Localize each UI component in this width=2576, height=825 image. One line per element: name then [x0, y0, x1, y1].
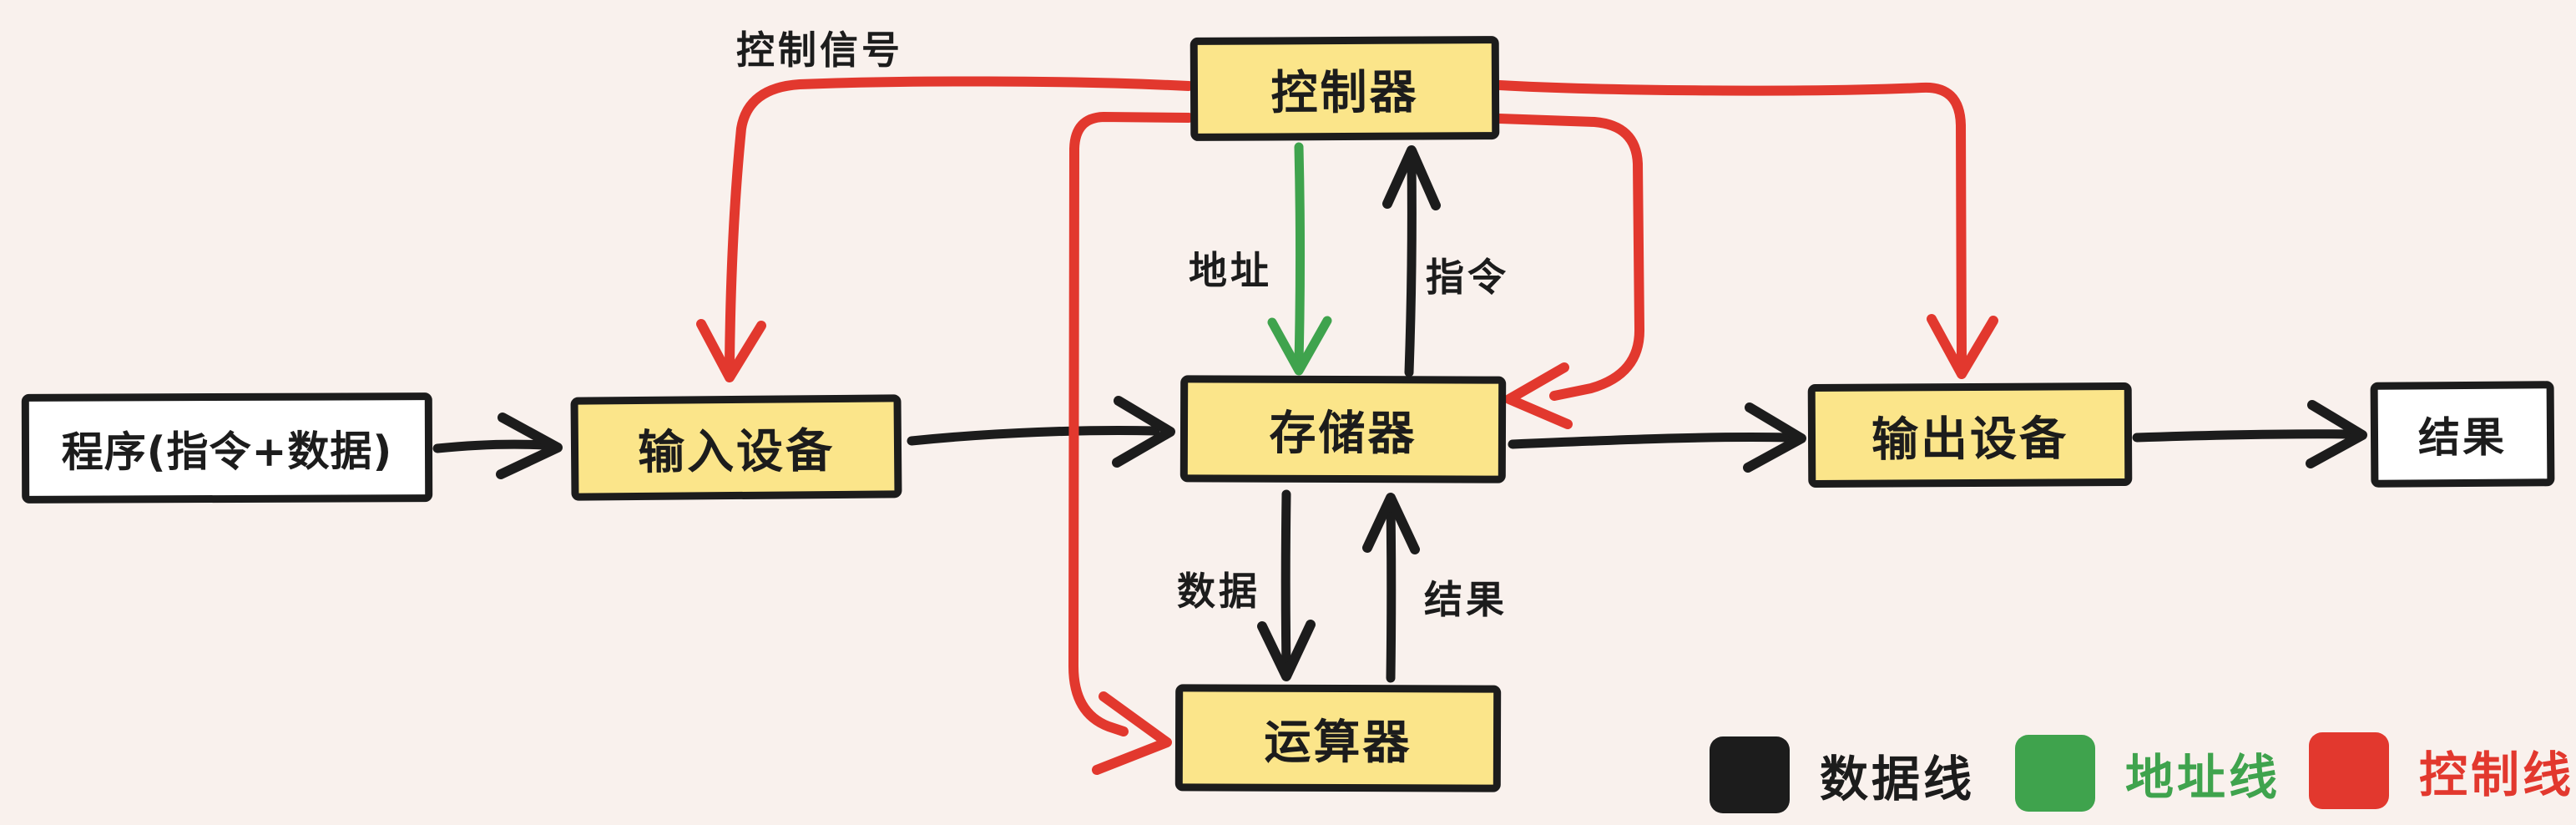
- legend-swatch-data-line: [1710, 736, 1790, 813]
- node-label: 程序(指令+数据): [61, 426, 393, 477]
- node-label: 结果: [2417, 412, 2508, 463]
- arrow-memory-to-output: [1508, 402, 1806, 473]
- legend-label-address-line: 地址线: [2125, 749, 2281, 806]
- arrow-controller-to-alu-control: [1068, 112, 1194, 775]
- edge-label-control-signal: 控制信号: [736, 28, 903, 73]
- legend-label-control-line: 控制线: [2419, 747, 2575, 803]
- legend-item-address-line: 地址线: [2015, 735, 2281, 812]
- node-output-device: 输出设备: [1807, 382, 2133, 488]
- node-controller: 控制器: [1190, 36, 1500, 141]
- edge-label-data: 数据: [1177, 569, 1260, 614]
- legend-label-data-line: 数据线: [1820, 751, 1976, 807]
- arrow-controller-to-input-control: [696, 76, 1194, 382]
- node-label: 控制器: [1270, 65, 1419, 120]
- node-label: 输入设备: [637, 423, 836, 480]
- edge-label-result: 结果: [1424, 577, 1508, 622]
- legend-swatch-address-line: [2015, 735, 2095, 812]
- edge-label-address: 地址: [1189, 248, 1272, 293]
- arrow-alu-to-memory-result: [1362, 493, 1420, 683]
- arrow-controller-to-output-control: [1494, 80, 1998, 379]
- arrow-memory-to-alu-data: [1257, 489, 1316, 681]
- node-input-device: 输入设备: [570, 394, 902, 501]
- arrow-memory-to-controller-instruction: [1382, 145, 1441, 377]
- arrow-input-to-memory: [907, 396, 1175, 468]
- node-program: 程序(指令+数据): [21, 392, 433, 504]
- arrow-controller-to-memory-control: [1494, 114, 1645, 429]
- node-label: 运算器: [1264, 715, 1412, 770]
- arrow-program-to-input: [432, 412, 563, 479]
- node-label: 输出设备: [1871, 411, 2069, 468]
- node-memory: 存储器: [1179, 375, 1507, 483]
- edge-label-instruction: 指令: [1426, 255, 1509, 300]
- arrow-controller-to-memory-address: [1267, 142, 1332, 376]
- node-alu: 运算器: [1174, 684, 1502, 792]
- node-label: 存储器: [1269, 406, 1417, 461]
- node-result: 结果: [2370, 381, 2555, 488]
- legend-swatch-control-line: [2309, 732, 2389, 809]
- arrow-output-to-result: [2132, 400, 2367, 468]
- legend-item-control-line: 控制线: [2309, 732, 2574, 809]
- legend-item-data-line: 数据线: [1710, 736, 1975, 813]
